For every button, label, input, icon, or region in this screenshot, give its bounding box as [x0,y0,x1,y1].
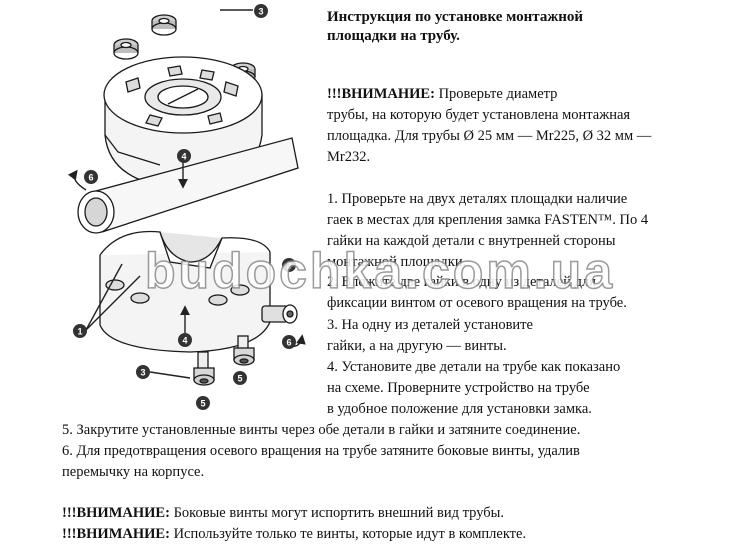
callout-6-left: 6 [84,170,98,184]
step-3-line-2: гайки, а на другую — винты. [327,338,507,354]
step-2-line-2: фиксации винтом от осевого вращения на т… [327,295,627,311]
step-5: 5. Закрутите установленные винты через о… [62,422,581,438]
callout-6-right: 6 [282,335,296,349]
svg-text:6: 6 [286,338,291,348]
svg-text:6: 6 [88,173,93,183]
step-2-line-1: 2. Вложите две гайки в одну из деталей д… [327,274,596,290]
title-line-2: площадки на трубу. [327,28,460,44]
step-1-line-1: 1. Проверьте на двух деталях площадки на… [327,191,628,207]
callout-4-top: 4 [177,149,191,163]
pipe [77,137,299,234]
step-4-line-2: на схеме. Проверните устройство на трубе [327,380,590,396]
screw-bottom-2 [233,335,255,366]
step-1-line-3: гайки на каждой детали с внутренней стор… [327,233,616,249]
warning-top-line-4: Mr232. [327,149,371,165]
nut-top-2 [113,38,139,60]
step-1-line-2: гаек в местах для крепления замка FASTEN… [327,212,649,228]
step-6-line-1: 6. Для предотвращения осевого вращения н… [62,443,580,459]
callout-5-right: 5 [233,371,247,385]
step-4-line-1: 4. Установите две детали на трубе как по… [327,359,621,375]
title-line-1: Инструкция по установке монтажной [327,9,584,25]
warning-label: !!!ВНИМАНИЕ: [62,505,170,521]
svg-text:4: 4 [181,152,186,162]
warning-top-line-3: площадка. Для трубы Ø 25 мм — Mr225, Ø 3… [327,128,652,144]
callout-4-bottom: 4 [178,333,192,347]
svg-text:1: 1 [77,327,82,337]
nut-top-1 [151,14,177,36]
side-screw [261,304,298,324]
assembly-diagram: 3 4 6 2 1 4 6 3 5 5 [67,4,306,410]
callout-3-bottom: 3 [136,365,150,379]
svg-text:4: 4 [182,336,187,346]
callout-1: 1 [73,324,87,338]
svg-text:5: 5 [200,399,205,409]
svg-text:3: 3 [140,368,145,378]
svg-text:2: 2 [286,261,291,271]
lower-platform-part [99,230,271,353]
page-title: Инструкция по установке монтажной площад… [327,8,727,46]
step-4-line-3: в удобное положение для установки замка. [327,401,592,417]
warning-label: !!!ВНИМАНИЕ: [62,526,170,542]
warning-bottom-2: !!!ВНИМАНИЕ: Используйте только те винты… [62,526,527,542]
warning-top-line-1: !!!ВНИМАНИЕ: Проверьте диаметр [327,86,558,102]
callout-2: 2 [282,258,296,272]
warning-label: !!!ВНИМАНИЕ: [327,86,435,102]
callout-3-top: 3 [254,4,268,18]
warning-bottom-1: !!!ВНИМАНИЕ: Боковые винты могут испорти… [62,505,505,521]
step-6-line-2: перемычку на корпусе. [62,464,205,480]
svg-text:5: 5 [237,374,242,384]
step-1-line-4: монтажной площадки. [327,254,467,270]
callout-5-bottom: 5 [196,396,210,410]
warning-top-line-2: трубы, на которую будет установлена монт… [327,107,631,123]
screw-bottom-1 [193,351,215,386]
svg-text:3: 3 [258,7,263,17]
step-3-line-1: 3. На одну из деталей установите [327,317,533,333]
